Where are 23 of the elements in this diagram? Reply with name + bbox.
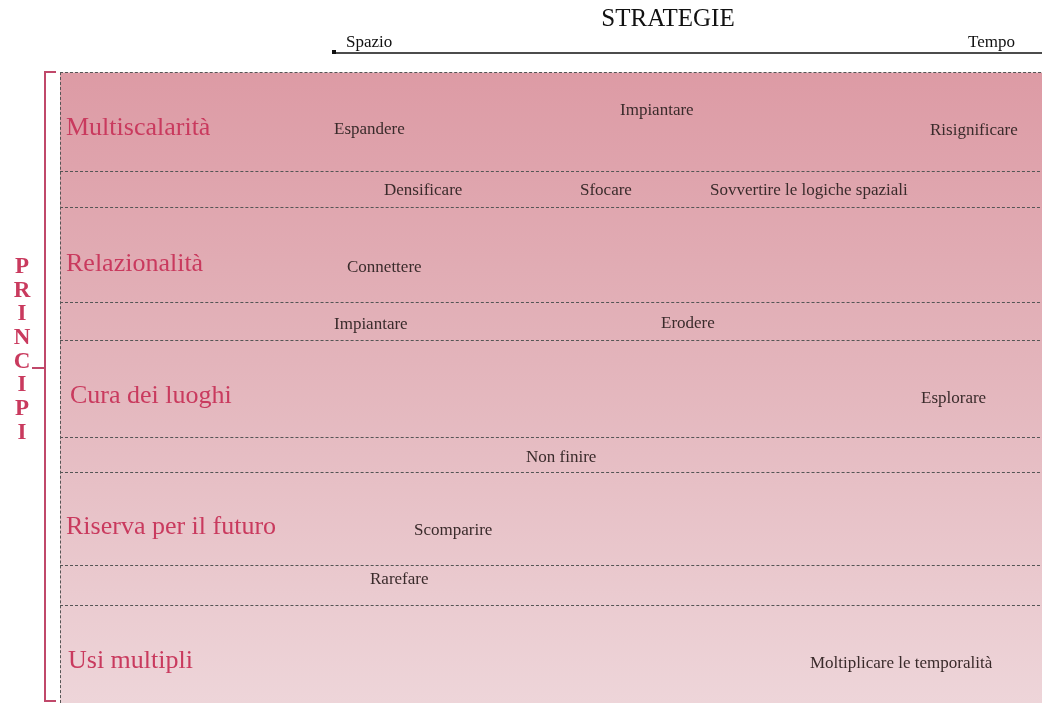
strategy-label: Impiantare xyxy=(334,313,408,334)
axis-label: Tempo xyxy=(968,32,1015,52)
strategy-label: Scomparire xyxy=(414,519,493,540)
strategy-label: Sfocare xyxy=(580,179,632,200)
strategy-label: Connettere xyxy=(347,256,422,277)
strategy-label: Esplorare xyxy=(921,387,987,408)
vertical-label: PRINCIPI xyxy=(13,254,31,444)
strategy-label: Rarefare xyxy=(370,568,429,589)
strategy-label: Impiantare xyxy=(620,99,694,120)
strategy-label: Moltiplicare le temporalità xyxy=(810,652,993,673)
principle-label: Riserva per il futuro xyxy=(66,511,277,542)
strategy-label: Sovvertire le logiche spaziali xyxy=(710,179,908,200)
strategy-label: Non finire xyxy=(526,446,597,467)
principle-label: Relazionalità xyxy=(66,248,204,279)
strategy-label: Risignificare xyxy=(930,119,1018,140)
axis-label: Spazio xyxy=(346,32,393,52)
strategy-label: Erodere xyxy=(661,312,715,333)
title: STRATEGIE xyxy=(600,4,736,32)
strategy-label: Espandere xyxy=(334,118,405,139)
principle-label: Cura dei luoghi xyxy=(70,380,232,411)
strategy-label: Densificare xyxy=(384,179,463,200)
principle-label: Multiscalarità xyxy=(66,112,211,143)
principle-label: Usi multipli xyxy=(68,645,193,676)
